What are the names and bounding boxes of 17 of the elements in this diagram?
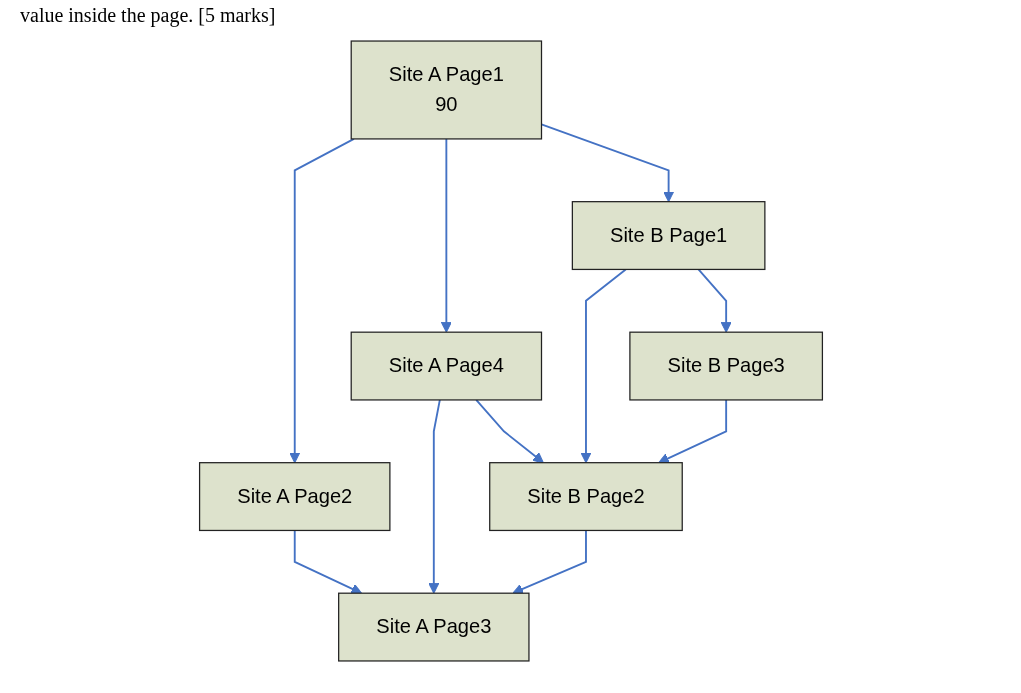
arrow xyxy=(579,268,627,464)
arrow xyxy=(474,399,544,464)
arrow xyxy=(288,138,355,464)
node-box: Site A Page1 90 xyxy=(350,40,542,140)
node-box: Site A Page4 xyxy=(350,331,542,401)
node-box: Site A Page3 xyxy=(337,592,530,662)
arrow xyxy=(657,399,727,464)
arrow xyxy=(427,399,441,594)
arrow xyxy=(511,529,587,595)
arrow xyxy=(293,529,362,594)
note-text: value inside the page. [5 marks] xyxy=(20,4,277,27)
node-box: Site B Page1 xyxy=(571,201,765,271)
arrow xyxy=(697,268,732,333)
node-box: Site A Page2 xyxy=(198,462,390,532)
node-box: Site B Page3 xyxy=(628,331,823,401)
node-box: Site B Page2 xyxy=(488,462,683,532)
arrow xyxy=(440,138,452,333)
